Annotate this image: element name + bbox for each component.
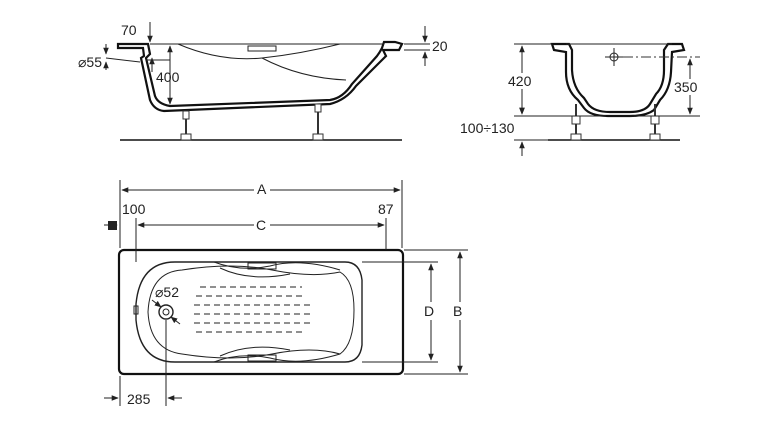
- dim-350-label: 350: [674, 79, 698, 95]
- plan-outer-rim: [117, 248, 405, 376]
- dim-52-label: ⌀52: [155, 284, 179, 300]
- plan-top-wave-2: [219, 267, 291, 278]
- end-tub-profile: [550, 42, 686, 118]
- dim-c-label-bg: [254, 216, 270, 232]
- dim-55-label: ⌀55: [78, 54, 102, 70]
- dim-a-label-bg: [254, 181, 270, 197]
- plan-bottom-wave-2: [219, 346, 291, 357]
- plan-top-wave: [213, 261, 341, 271]
- side-tub-profile: [116, 40, 404, 113]
- plan-overflow-mark: [133, 305, 139, 315]
- dim-feet-label: 100÷130: [460, 120, 515, 136]
- dim-d-label-bg: [422, 302, 440, 320]
- dim-350-label-bg: [673, 79, 705, 95]
- plan-grip-bottom: [247, 354, 277, 362]
- plan-antislip-pattern: [194, 286, 310, 333]
- dim-100-marker: [108, 221, 117, 230]
- dim-420-label-bg: [507, 73, 539, 89]
- dim-52-arrow-top: [151, 299, 162, 308]
- plan-drain-inner: [162, 308, 170, 316]
- end-view: 420 350 100÷130: [460, 42, 705, 156]
- plan-bottom-wave: [213, 353, 341, 363]
- dim-87-label: 87: [378, 201, 394, 217]
- dim-420-label: 420: [508, 73, 532, 89]
- side-overflow-grip: [247, 45, 277, 52]
- dim-285-label: 285: [127, 391, 151, 407]
- plan-grip-top: [247, 262, 277, 270]
- end-foot-left: [570, 104, 582, 141]
- dim-20-label: 20: [432, 38, 448, 54]
- dim-55-leader: [105, 57, 141, 63]
- dim-400-label: 400: [156, 69, 180, 85]
- dim-b-label: B: [453, 303, 462, 319]
- end-foot-right: [649, 104, 661, 141]
- plan-drain: [158, 304, 174, 320]
- dim-d-label: D: [424, 303, 434, 319]
- dim-100-label: 100: [122, 201, 146, 217]
- plan-view: ⌀52 A C 100 87 D B: [104, 180, 469, 407]
- side-view: 70 ⌀55 400 20: [78, 22, 448, 141]
- dim-c-label: C: [256, 217, 266, 233]
- side-contour-curve: [261, 57, 347, 81]
- plan-inner-basin: [135, 261, 363, 363]
- dim-b-label-bg: [451, 302, 469, 320]
- side-backrest-curve: [177, 43, 341, 60]
- plan-inner-contour: [147, 265, 355, 359]
- side-foot-left: [180, 110, 192, 141]
- dim-a-label: A: [257, 181, 267, 197]
- dim-52-arrow-bottom: [170, 316, 181, 325]
- dim-70-label: 70: [121, 22, 137, 38]
- side-foot-right: [312, 103, 324, 141]
